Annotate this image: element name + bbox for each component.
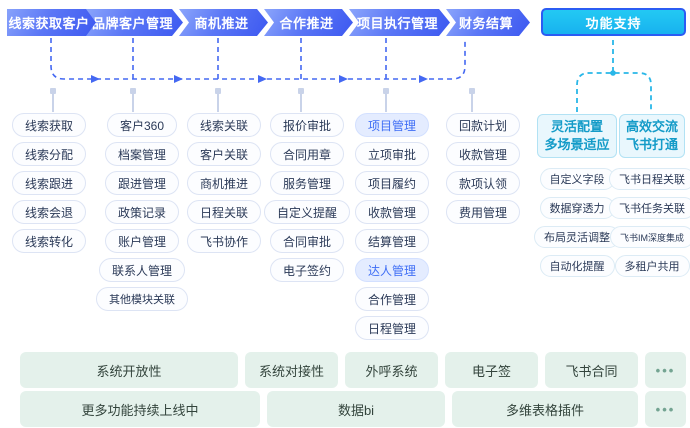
feature-item: 跟进管理	[104, 171, 179, 195]
support-header-line: 高效交流	[625, 119, 678, 134]
feature-item: 飞书协作	[186, 229, 262, 253]
support-column-feishu: 高效交流 飞书打通 飞书日程关联 飞书任务关联 飞书IM深度集成 多租户共用	[609, 114, 690, 277]
capability-row-1: 系统开放性 系统对接性 外呼系统 电子签 飞书合同 •••	[20, 352, 686, 388]
more-dots-icon: •••	[645, 391, 686, 427]
support-item: 自动化提醒	[539, 255, 615, 277]
feature-item: 日程管理	[354, 316, 430, 340]
support-button: 功能支持	[541, 8, 686, 36]
support-header-line: 多场景适应	[544, 137, 610, 152]
column-finance: 回款计划 收款管理 款项认领 费用管理	[445, 113, 521, 224]
feature-item: 联系人管理	[98, 258, 185, 282]
stage-finance-settlement: 财务结算	[446, 9, 530, 36]
column-drop-caps	[50, 88, 475, 94]
support-item: 飞书任务关联	[609, 197, 690, 219]
stage-lead-acquisition: 线索获取客户	[4, 9, 98, 36]
feature-item-highlighted: 项目管理	[354, 113, 430, 137]
capability-row-2: 更多功能持续上线中 数据bi 多维表格插件 •••	[20, 391, 686, 427]
feature-item: 结算管理	[354, 229, 430, 253]
support-item: 自定义字段	[539, 168, 615, 190]
feature-item: 项目履约	[354, 171, 430, 195]
column-project-execution: 项目管理 立项审批 项目履约 收款管理 结算管理 达人管理 合作管理 日程管理	[354, 113, 430, 340]
capability-cell: 飞书合同	[545, 352, 638, 388]
feature-item: 客户关联	[186, 142, 262, 166]
stage-cooperation-advance: 合作推进	[264, 9, 353, 36]
feature-item: 合同审批	[269, 229, 345, 253]
column-brand-customer: 客户360 档案管理 跟进管理 政策记录 账户管理 联系人管理 其他模块关联	[96, 113, 188, 311]
feature-item: 线索关联	[186, 113, 262, 137]
stage-label: 财务结算	[458, 16, 513, 31]
column-cooperation: 报价审批 合同用章 服务管理 自定义提醒 合同审批 电子签约	[263, 113, 351, 282]
support-item: 飞书IM深度集成	[610, 226, 690, 248]
feature-item: 报价审批	[269, 113, 345, 137]
stage-label: 项目执行管理	[357, 16, 439, 31]
support-header-feishu-connect: 高效交流 飞书打通	[618, 114, 685, 158]
capability-cell: 电子签	[445, 352, 538, 388]
feature-item: 线索会退	[11, 200, 87, 224]
feature-item: 服务管理	[269, 171, 345, 195]
feature-item: 线索跟进	[11, 171, 87, 195]
support-header-flexible-config: 灵活配置 多场景适应	[537, 114, 617, 158]
feature-item: 电子签约	[269, 258, 345, 282]
feature-item: 线索分配	[11, 142, 87, 166]
more-dots-icon: •••	[645, 352, 686, 388]
support-item: 飞书日程关联	[609, 168, 690, 190]
support-button-label: 功能支持	[585, 15, 642, 31]
support-junction-dot	[610, 70, 616, 76]
capability-cell: 多维表格插件	[452, 391, 638, 427]
feature-item: 收款管理	[445, 142, 521, 166]
flow-bus-line	[50, 38, 466, 80]
capability-cell: 外呼系统	[345, 352, 438, 388]
capability-cell: 更多功能持续上线中	[20, 391, 260, 427]
feature-item: 其他模块关联	[96, 287, 188, 311]
capability-cell: 系统对接性	[245, 352, 338, 388]
feature-item: 线索转化	[11, 229, 87, 253]
flow-arrowheads	[91, 75, 428, 83]
feature-item: 立项审批	[354, 142, 430, 166]
feature-item: 合作管理	[354, 287, 430, 311]
support-item: 数据穿透力	[539, 197, 615, 219]
feature-item: 商机推进	[186, 171, 262, 195]
feature-item: 收款管理	[354, 200, 430, 224]
feature-item: 合同用章	[269, 142, 345, 166]
support-header-line: 飞书打通	[625, 137, 678, 152]
feature-item-highlighted: 达人管理	[354, 258, 430, 282]
feature-item: 回款计划	[445, 113, 521, 137]
stage-label: 品牌客户管理	[92, 16, 174, 31]
feature-item: 档案管理	[104, 142, 179, 166]
capability-cell: 数据bi	[267, 391, 445, 427]
support-column-config: 灵活配置 多场景适应 自定义字段 数据穿透力 布局灵活调整 自动化提醒	[534, 114, 620, 277]
column-drop-stems	[52, 93, 473, 112]
stage-label: 线索获取客户	[8, 16, 90, 31]
support-item: 布局灵活调整	[534, 226, 620, 248]
feature-item: 政策记录	[104, 200, 179, 224]
stage-label: 商机推进	[194, 16, 249, 31]
feature-item: 日程关联	[186, 200, 262, 224]
stage-opportunity-advance: 商机推进	[179, 9, 268, 36]
feature-item: 线索获取	[11, 113, 87, 137]
feature-item: 款项认领	[445, 171, 521, 195]
support-header-line: 灵活配置	[550, 119, 603, 134]
feature-item: 客户360	[106, 113, 178, 137]
support-branch-line	[576, 72, 652, 112]
feature-item: 账户管理	[104, 229, 179, 253]
capability-cell: 系统开放性	[20, 352, 238, 388]
column-lead-acquisition: 线索获取 线索分配 线索跟进 线索会退 线索转化	[11, 113, 87, 253]
stage-brand-customer-mgmt: 品牌客户管理	[86, 9, 183, 36]
support-item: 多租户共用	[614, 255, 690, 277]
flow-stub-lines	[132, 38, 387, 79]
feature-item: 费用管理	[445, 200, 521, 224]
feature-item: 自定义提醒	[263, 200, 351, 224]
stage-project-execution: 项目执行管理	[349, 9, 450, 36]
column-opportunity: 线索关联 客户关联 商机推进 日程关联 飞书协作	[186, 113, 262, 253]
stage-label: 合作推进	[279, 16, 334, 31]
